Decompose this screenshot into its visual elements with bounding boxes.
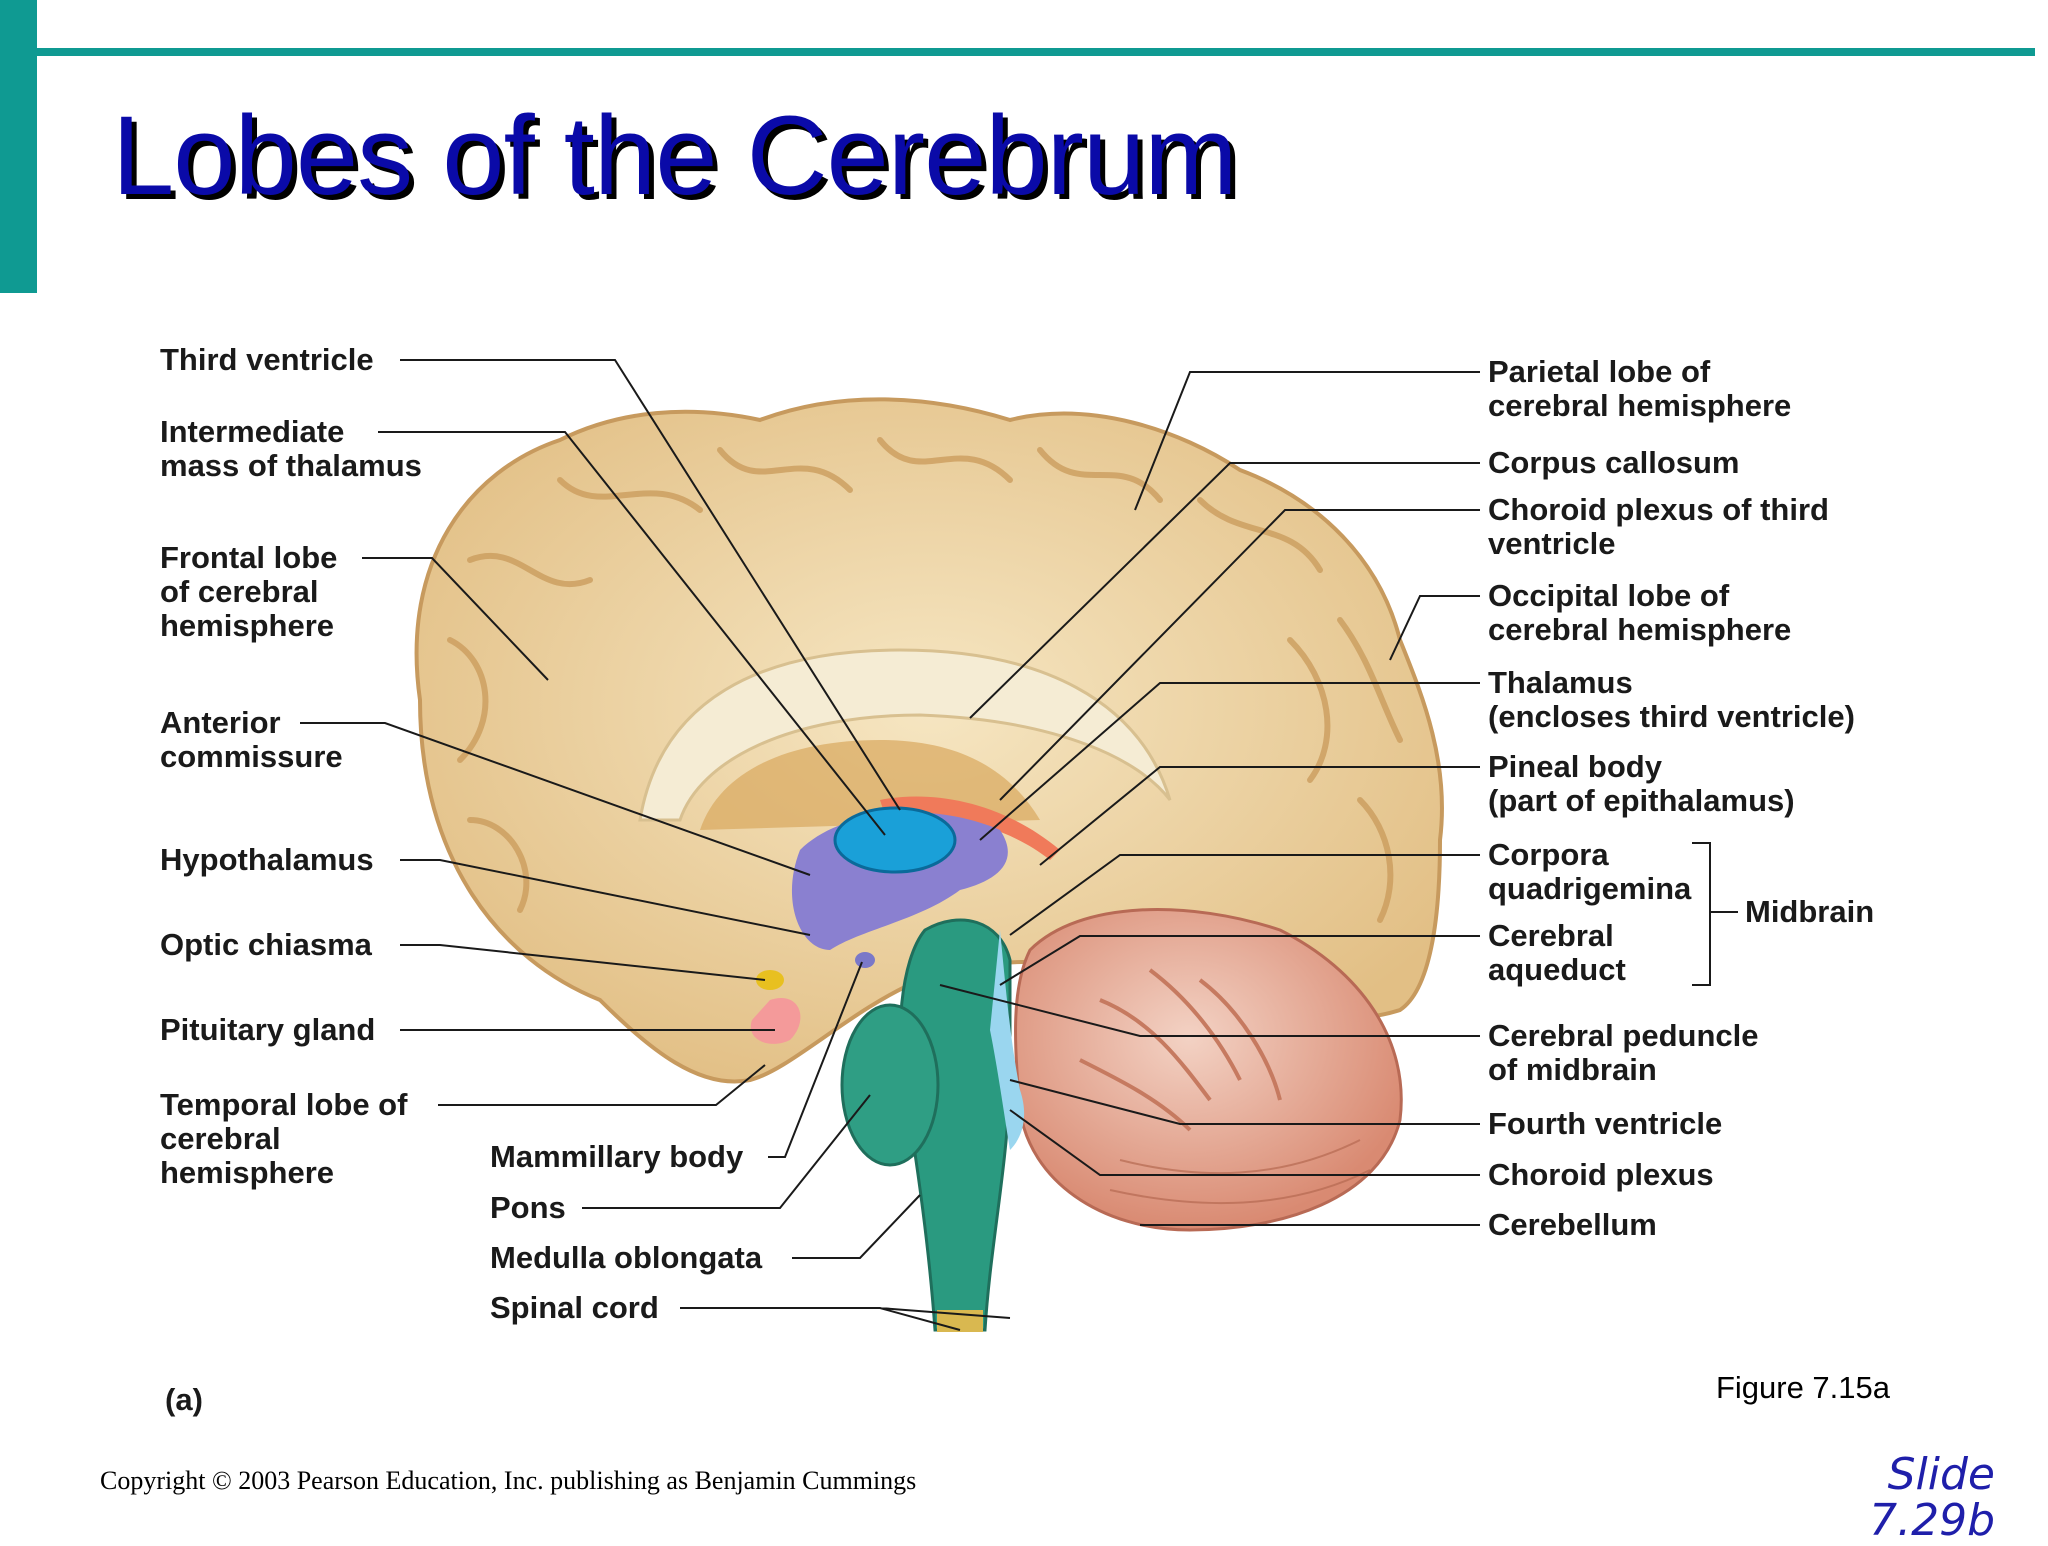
label-choroid-plexus-third-2: ventricle bbox=[1488, 526, 1616, 561]
label-pineal-body-1: Pineal body bbox=[1488, 749, 1663, 784]
pons-shape bbox=[840, 1003, 940, 1167]
label-intermediate-mass-1: Intermediate bbox=[160, 414, 344, 449]
leader-corpora-quadrigemina bbox=[1009, 854, 1480, 936]
label-optic-chiasma: Optic chiasma bbox=[160, 927, 373, 962]
label-fourth-ventricle: Fourth ventricle bbox=[1488, 1106, 1722, 1141]
leader-hypothalamus bbox=[400, 859, 811, 936]
leader-fourth-ventricle bbox=[1009, 1079, 1480, 1125]
label-thalamus-2: (encloses third ventricle) bbox=[1488, 699, 1855, 734]
midbrain-bracket bbox=[1692, 842, 1738, 986]
leader-parietal-lobe bbox=[1134, 371, 1480, 511]
label-cerebral-peduncle-1: Cerebral peduncle bbox=[1488, 1018, 1758, 1053]
label-pituitary-gland: Pituitary gland bbox=[160, 1012, 375, 1047]
label-frontal-lobe-2: of cerebral bbox=[160, 574, 319, 609]
label-parietal-lobe-2: cerebral hemisphere bbox=[1488, 388, 1791, 423]
leader-frontal-lobe bbox=[362, 557, 549, 681]
leader-choroid-plexus-third bbox=[999, 509, 1480, 801]
leader-corpus-callosum bbox=[969, 462, 1480, 719]
label-mammillary-body: Mammillary body bbox=[490, 1139, 744, 1174]
label-parietal-lobe-1: Parietal lobe of bbox=[1488, 354, 1711, 389]
leader-anterior-commissure bbox=[300, 722, 811, 876]
label-spinal-cord: Spinal cord bbox=[490, 1290, 659, 1325]
thalamus-shape bbox=[833, 806, 957, 874]
leader-pons bbox=[582, 1094, 871, 1209]
leader-choroid-plexus bbox=[1009, 1109, 1480, 1176]
pituitary-gland-shape bbox=[750, 998, 801, 1044]
label-third-ventricle: Third ventricle bbox=[160, 342, 374, 377]
fourth-ventricle-shape bbox=[990, 930, 1025, 1150]
label-frontal-lobe-3: hemisphere bbox=[160, 608, 334, 643]
label-intermediate-mass-2: mass of thalamus bbox=[160, 448, 422, 483]
label-thalamus-1: Thalamus bbox=[1488, 665, 1633, 700]
accent-bar-vertical bbox=[0, 0, 37, 293]
leader-thalamus bbox=[979, 682, 1480, 841]
label-corpora-quadrigemina-2: quadrigemina bbox=[1488, 871, 1692, 906]
label-hypothalamus: Hypothalamus bbox=[160, 842, 374, 877]
leader-optic-chiasma bbox=[400, 944, 766, 981]
label-cerebral-peduncle-2: of midbrain bbox=[1488, 1052, 1657, 1087]
label-cerebral-aqueduct-1: Cerebral bbox=[1488, 918, 1614, 953]
slide-title: Lobes of the Cerebrum bbox=[112, 93, 1238, 218]
leader-spinal-cord bbox=[680, 1307, 1011, 1331]
label-occipital-lobe-1: Occipital lobe of bbox=[1488, 578, 1730, 613]
accent-bar-horizontal bbox=[37, 48, 2035, 56]
label-temporal-lobe-1: Temporal lobe of bbox=[160, 1087, 408, 1122]
leader-temporal-lobe bbox=[438, 1064, 766, 1106]
label-medulla-oblongata: Medulla oblongata bbox=[490, 1240, 763, 1275]
label-corpus-callosum: Corpus callosum bbox=[1488, 445, 1740, 480]
label-choroid-plexus-third-1: Choroid plexus of third bbox=[1488, 492, 1829, 527]
label-pons: Pons bbox=[490, 1190, 566, 1225]
label-pineal-body-2: (part of epithalamus) bbox=[1488, 783, 1795, 818]
leader-medulla bbox=[792, 1194, 921, 1259]
label-cerebral-aqueduct-2: aqueduct bbox=[1488, 952, 1626, 987]
leader-cerebral-aqueduct bbox=[999, 935, 1480, 986]
label-cerebellum: Cerebellum bbox=[1488, 1207, 1657, 1242]
mammillary-body-shape bbox=[855, 952, 875, 968]
copyright-notice: Copyright © 2003 Pearson Education, Inc.… bbox=[100, 1466, 917, 1495]
leader-cerebral-peduncle bbox=[939, 984, 1480, 1037]
leader-lines bbox=[300, 359, 1738, 1331]
label-anterior-commissure-2: commissure bbox=[160, 739, 343, 774]
label-corpora-quadrigemina-1: Corpora bbox=[1488, 837, 1609, 872]
leader-mammillary-body bbox=[768, 961, 863, 1158]
leader-intermediate-mass bbox=[378, 431, 886, 836]
figure-label: Figure 7.15a bbox=[1715, 1370, 1890, 1405]
label-choroid-plexus: Choroid plexus bbox=[1488, 1157, 1714, 1192]
label-frontal-lobe-1: Frontal lobe bbox=[160, 540, 337, 575]
leader-third-ventricle bbox=[400, 359, 901, 811]
label-midbrain: Midbrain bbox=[1745, 894, 1874, 929]
leader-occipital-lobe bbox=[1389, 595, 1480, 661]
leader-pineal-body bbox=[1039, 766, 1480, 866]
panel-label: (a) bbox=[165, 1382, 203, 1417]
label-temporal-lobe-3: hemisphere bbox=[160, 1155, 334, 1190]
label-anterior-commissure-1: Anterior bbox=[160, 705, 281, 740]
label-occipital-lobe-2: cerebral hemisphere bbox=[1488, 612, 1791, 647]
optic-chiasma-shape bbox=[756, 970, 784, 990]
slide-number: Slide 7.29b bbox=[1869, 1449, 1995, 1546]
label-temporal-lobe-2: cerebral bbox=[160, 1121, 281, 1156]
gyri-folds bbox=[447, 437, 1403, 923]
